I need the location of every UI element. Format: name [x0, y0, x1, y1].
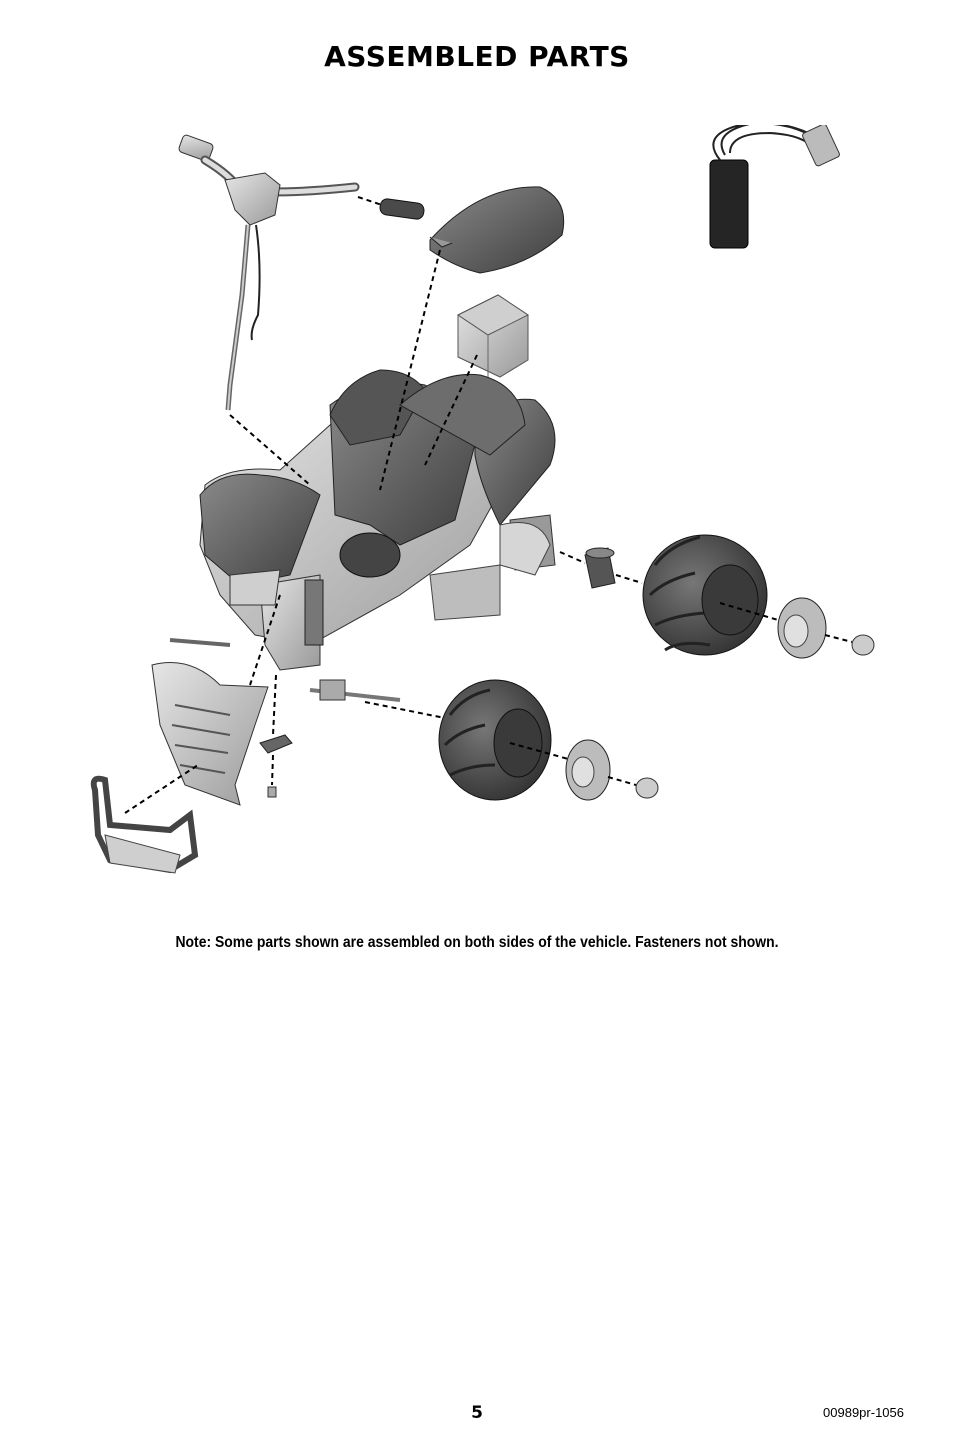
- charger-part: [709, 125, 840, 249]
- front-hubcap-part: [565, 739, 611, 801]
- exploded-parts-diagram: [90, 125, 875, 874]
- fastener-part: [267, 786, 277, 798]
- front-cap-nut-part: [635, 777, 659, 799]
- clip-part: [259, 734, 293, 754]
- front-bumper-part: [90, 775, 199, 874]
- front-grille-part: [151, 662, 269, 806]
- rear-hubcap-part: [777, 597, 827, 659]
- page-title: ASSEMBLED PARTS: [324, 40, 630, 73]
- rear-axle-hub-part: [584, 547, 616, 589]
- handlebar-part: [178, 134, 360, 411]
- rear-cap-nut-part: [851, 634, 875, 656]
- page-number: 5: [471, 1403, 483, 1423]
- note-text: Note: Some parts shown are assembled on …: [175, 934, 779, 951]
- front-wheel-part: [438, 679, 552, 801]
- document-code: 00989pr-1056: [823, 1405, 904, 1420]
- seat-part: [429, 186, 565, 274]
- atv-body-part: [169, 369, 556, 702]
- handgrip-part: [379, 198, 425, 220]
- battery-part: [457, 294, 529, 378]
- rear-wheel-part: [642, 534, 768, 656]
